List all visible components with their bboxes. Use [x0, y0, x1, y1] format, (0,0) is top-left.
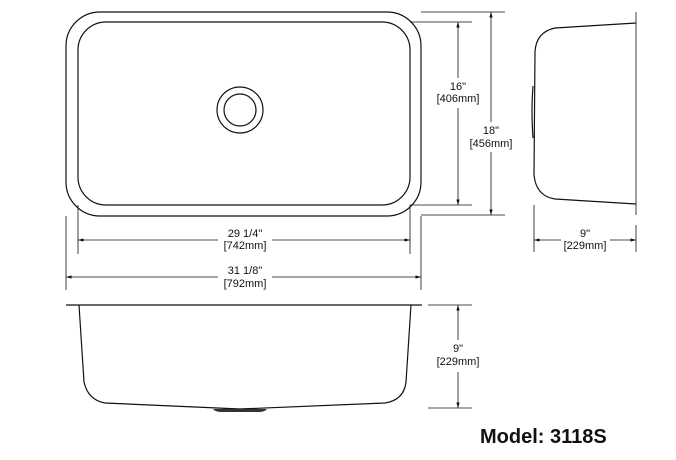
top-view: [65, 11, 422, 217]
front-depth-metric: [229mm]: [437, 356, 480, 368]
front-depth-imperial: 9": [453, 343, 463, 355]
front-view: [66, 304, 472, 412]
front-profile: [78, 304, 412, 410]
dimension-inner-length: 29 1/4" [742mm]: [77, 205, 411, 254]
drain-outer-icon: [216, 86, 264, 134]
inner-length-imperial: 29 1/4": [228, 228, 263, 240]
side-drain: [531, 85, 534, 139]
outer-length-metric: [792mm]: [224, 278, 267, 290]
model-label: Model: 3118S: [480, 426, 607, 448]
dimension-inner-width: 16" [406mm]: [410, 21, 480, 206]
dimension-side-depth: 9" [229mm]: [534, 228, 636, 252]
outer-width-imperial: 18": [483, 125, 499, 137]
outer-width-metric: [456mm]: [470, 138, 513, 150]
inner-width-imperial: 16": [450, 81, 466, 93]
outer-length-imperial: 31 1/8": [228, 265, 263, 277]
drain-inner-icon: [223, 93, 257, 127]
side-depth-imperial: 9": [580, 228, 590, 240]
sink-outer-rim: [65, 11, 422, 217]
dimension-outer-length: 31 1/8" [792mm]: [65, 216, 422, 290]
front-drain: [213, 409, 267, 412]
side-depth-metric: [229mm]: [564, 240, 607, 252]
dimension-front-depth: 9" [229mm]: [437, 305, 480, 408]
side-view: [531, 12, 637, 252]
side-profile: [533, 22, 637, 205]
dimension-outer-width: 18" [456mm]: [421, 11, 513, 216]
inner-length-metric: [742mm]: [224, 240, 267, 252]
sink-inner-bowl: [77, 21, 411, 206]
inner-width-metric: [406mm]: [437, 93, 480, 105]
